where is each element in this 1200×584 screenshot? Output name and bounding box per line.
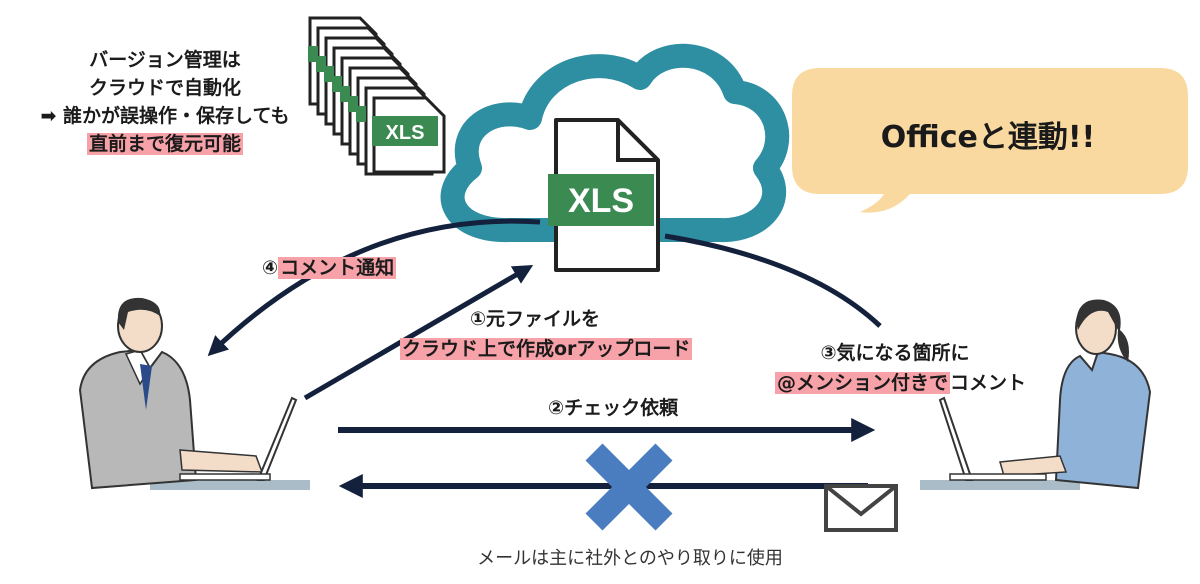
version-note-line3: ➡ 誰かが誤操作・保存しても xyxy=(40,105,290,127)
version-note-line2: クラウドで自動化 xyxy=(88,77,241,99)
file-stack-icon: XLS xyxy=(308,16,446,176)
step2-label: ②チェック依頼 xyxy=(548,397,679,419)
step4-arrow xyxy=(207,218,541,357)
xls-file-icon: XLS xyxy=(548,118,660,272)
version-note-line4: 直前まで復元可能 xyxy=(86,133,243,155)
envelope-icon xyxy=(824,484,898,532)
step3-line1: ③気になる箇所に xyxy=(820,342,970,364)
version-note-line1: バージョン管理は xyxy=(89,49,241,71)
xls-file-label: XLS xyxy=(568,182,634,220)
woman-at-laptop xyxy=(920,299,1152,490)
step4-text: コメント通知 xyxy=(278,257,397,279)
step3-line2-rest: コメント xyxy=(950,372,1027,394)
step3-arc xyxy=(664,233,882,328)
step3-label: ③気になる箇所に @メンション付きでコメント xyxy=(775,338,1026,398)
stack-xls-label: XLS xyxy=(386,122,425,144)
step1-line1: ①元ファイルを xyxy=(469,308,601,330)
cloud-icon xyxy=(440,43,790,243)
version-note: バージョン管理は クラウドで自動化 ➡ 誰かが誤操作・保存しても 直前まで復元可… xyxy=(40,46,290,158)
speech-bubble-text: Officeと連動!! xyxy=(880,120,1096,155)
step1-arrow xyxy=(303,264,534,401)
step4-number: ④ xyxy=(262,257,279,279)
step3-line2-highlight: @メンション付きで xyxy=(775,372,951,394)
cross-icon xyxy=(585,443,673,531)
step1-line2: クラウド上で作成orアップロード xyxy=(400,338,693,360)
mail-note: メールは主に社外とのやり取りに使用 xyxy=(477,548,783,569)
step1-label: ①元ファイルを クラウド上で作成orアップロード xyxy=(400,304,693,364)
speech-bubble xyxy=(792,68,1188,213)
man-at-laptop xyxy=(78,297,310,490)
